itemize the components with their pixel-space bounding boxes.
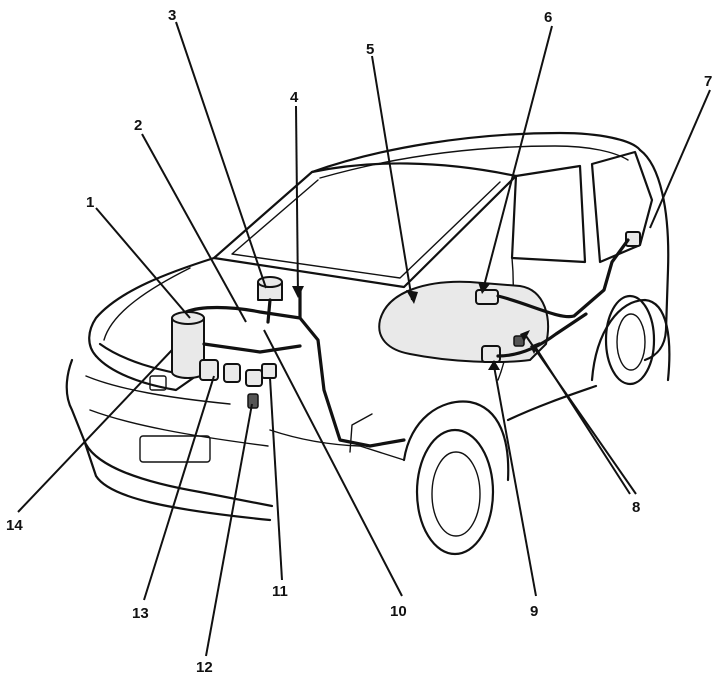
side-sill: [506, 384, 598, 422]
leader-2: [141, 133, 247, 323]
rear-pillar: [638, 148, 670, 362]
windshield-inner: [231, 179, 501, 279]
purge-valve-cap: [257, 276, 283, 288]
leader-12: [205, 403, 253, 657]
leader-14: [17, 349, 173, 513]
rear-wheel: [604, 294, 656, 386]
leader-5: [371, 55, 413, 301]
callout-9: 9: [530, 603, 538, 620]
leader-6: [483, 25, 553, 287]
tank-vapor-line: [496, 238, 630, 319]
car-body-outline: [65, 131, 671, 556]
callout-11: 11: [272, 583, 288, 600]
fuel-filler-neck: [625, 231, 641, 247]
leader-9: [493, 365, 537, 597]
rear-wheel-arch: [590, 298, 671, 382]
grille: [85, 375, 231, 405]
callout-1: 1: [86, 194, 94, 211]
callout-2: 2: [134, 117, 142, 134]
rear-wheel-rim: [616, 313, 646, 371]
roof-line: [310, 131, 642, 174]
fuel-filter: [247, 393, 259, 409]
leader-4: [295, 105, 299, 297]
leader-3: [175, 21, 267, 289]
callout-14: 14: [6, 517, 23, 534]
callout-5: 5: [366, 41, 374, 58]
arrowhead-4: [292, 286, 304, 298]
vapor-line-front: [184, 305, 406, 448]
front-wheel: [415, 428, 495, 556]
callout-7: 7: [704, 73, 712, 90]
callout-4: 4: [290, 89, 299, 106]
leader-1: [95, 207, 191, 319]
license-plate-area: [139, 435, 211, 463]
leader-13: [143, 375, 215, 601]
rollover-valve: [481, 345, 501, 363]
vent-valve-b: [223, 363, 241, 383]
vent-valve-c: [245, 369, 263, 387]
tank-vent-valve: [475, 289, 499, 305]
leader-7: [649, 89, 711, 229]
leader-arrowheads: [292, 282, 540, 370]
arrowhead-8a: [530, 342, 540, 354]
bumper-line: [89, 409, 269, 447]
front-bumper: [65, 358, 274, 508]
front-wheel-rim: [431, 451, 481, 537]
arrowhead-6: [478, 282, 490, 294]
front-wheel-arch: [402, 400, 510, 482]
callout-6: 6: [544, 9, 552, 26]
canister-top: [171, 311, 205, 325]
hood: [88, 256, 216, 358]
callout-12: 12: [196, 659, 213, 676]
evap-components: [171, 231, 641, 448]
leader-8b: [525, 335, 637, 495]
arrowhead-5: [406, 290, 418, 304]
front-lower-bumper: [82, 438, 272, 522]
side-window-rear: [590, 150, 654, 264]
callout-labels: 1 2 3 4 5 6 7 8 9 10 11 12 13 14: [6, 7, 712, 676]
engine-bay-edge: [269, 429, 405, 461]
fuel-tank: [378, 280, 550, 363]
hood-crease: [103, 267, 191, 341]
arrowhead-9: [488, 360, 500, 370]
callout-3: 3: [168, 7, 176, 24]
callout-10: 10: [390, 603, 407, 620]
leader-10: [263, 329, 403, 597]
callout-13: 13: [132, 605, 149, 622]
leader-lines: [17, 21, 711, 657]
arrowhead-8b: [520, 330, 530, 342]
vent-valve-a: [199, 359, 219, 381]
front-emblem: [149, 375, 167, 391]
junction-block: [261, 363, 277, 379]
tank-to-valve-line: [202, 342, 302, 354]
roof-inner-line: [319, 145, 629, 179]
callout-8: 8: [632, 499, 640, 516]
purge-line: [266, 298, 272, 324]
leader-11: [269, 377, 283, 581]
side-window-front: [510, 164, 587, 264]
